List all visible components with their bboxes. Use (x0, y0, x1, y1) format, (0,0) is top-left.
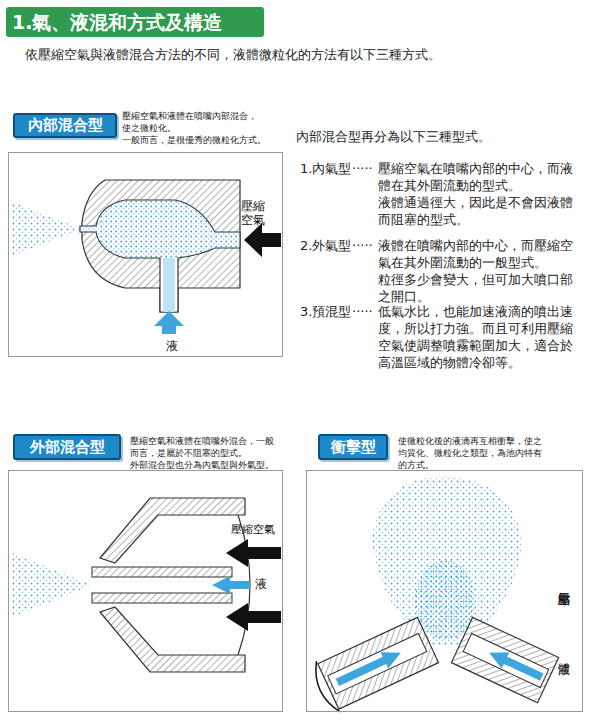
liquid-tube-wall (92, 593, 232, 603)
item-title: 2.外氣型 (300, 237, 351, 254)
item-body: 液體在噴嘴內部的中心，而壓縮空氣在其外圍流動的一般型式。 (378, 237, 578, 271)
item-leader: ····· (352, 303, 373, 320)
badge-note: 壓縮空氣和液體在噴嘴內部混合，使之微粒化。 (122, 110, 262, 134)
type-badge: 外部混合型 (13, 434, 121, 460)
item-body: 液體通過徑大，因此是不會因液體而阻塞的型式。 (378, 194, 578, 228)
badge-label: 內部混合型 (28, 116, 103, 135)
nozzle-body (318, 617, 439, 709)
badge-note: 壓縮空氣和液體在噴嘴外混合，一般而言，是屬於不阻塞的型式。 (130, 435, 280, 459)
part-label: 壓縮空氣 (231, 523, 275, 537)
nozzle-channel (463, 633, 548, 687)
spray-cloud (372, 476, 522, 645)
badge-note: 使微粒化後的液滴再互相衝擊，使之均質化、微粒化之類型，為池內特有的方式。 (398, 435, 548, 471)
type-badge: 衝擊型 (318, 434, 388, 460)
part-label: 液 (166, 339, 178, 353)
liquid-arrow (334, 645, 405, 691)
air-arrow (226, 539, 281, 567)
spray-core (415, 560, 475, 640)
mixing-chamber (80, 200, 240, 312)
item-leader: ····· (352, 160, 373, 177)
nozzle-outer-wall (100, 498, 245, 563)
badge-label: 外部混合型 (30, 438, 105, 457)
illustration-frame: 壓縮空氣液 (8, 152, 283, 357)
liquid-channel (163, 258, 175, 312)
badge-note: 一般而言，是很優秀的微粒化方式。 (122, 134, 282, 146)
item-title: 1.內氣型 (300, 160, 351, 177)
intro-text: 依壓縮空氣與液體混合方法的不同，液體微粒化的方法有以下三種方式。 (25, 46, 585, 63)
liquid-arrow (485, 645, 545, 686)
nozzle-outer-wall (100, 607, 245, 672)
air-arrow (226, 603, 281, 631)
page-title: 1.氣、液混和方式及構造 (12, 11, 222, 33)
badge-note: 外部混合型也分為內氣型與外氣型。 (130, 459, 290, 471)
item-body: 粒徑多少會變大，但可加大噴口部之開口。 (378, 271, 578, 305)
liquid-tube-wall (92, 567, 232, 577)
list-intro: 內部混合型再分為以下三種型式。 (296, 128, 586, 145)
item-leader: ····· (352, 237, 373, 254)
nozzle-channel (328, 633, 427, 693)
title-band: 1.氣、液混和方式及構造 (6, 7, 264, 37)
left-nozzle (308, 615, 440, 716)
part-label: 壓縮空氣 (241, 199, 267, 227)
liquid-arrow (154, 311, 184, 334)
liquid-arrow (212, 576, 250, 594)
item-body: 壓縮空氣在噴嘴內部的中心，而液體在其外圍流動的型式。 (378, 160, 578, 194)
illustration-frame: 壓縮空氣液 (8, 470, 283, 712)
illustration-frame: 壓縮空氣液體 (306, 470, 583, 712)
air-arrow (244, 223, 281, 257)
spray-cone (12, 553, 92, 617)
item-body: 低氣水比，也能加速液滴的噴出速度，所以打力強。而且可利用壓縮空氣使調整噴霧範圍加… (378, 303, 578, 371)
air-hose (308, 661, 340, 716)
spray-cone (12, 202, 82, 256)
type-badge: 內部混合型 (13, 113, 117, 138)
badge-label: 衝擊型 (331, 438, 376, 457)
item-title: 3.預混型 (300, 303, 351, 320)
nozzle-body (451, 617, 558, 702)
part-label: 液 (255, 577, 267, 591)
mist-particles (80, 200, 240, 258)
right-nozzle (451, 617, 558, 702)
